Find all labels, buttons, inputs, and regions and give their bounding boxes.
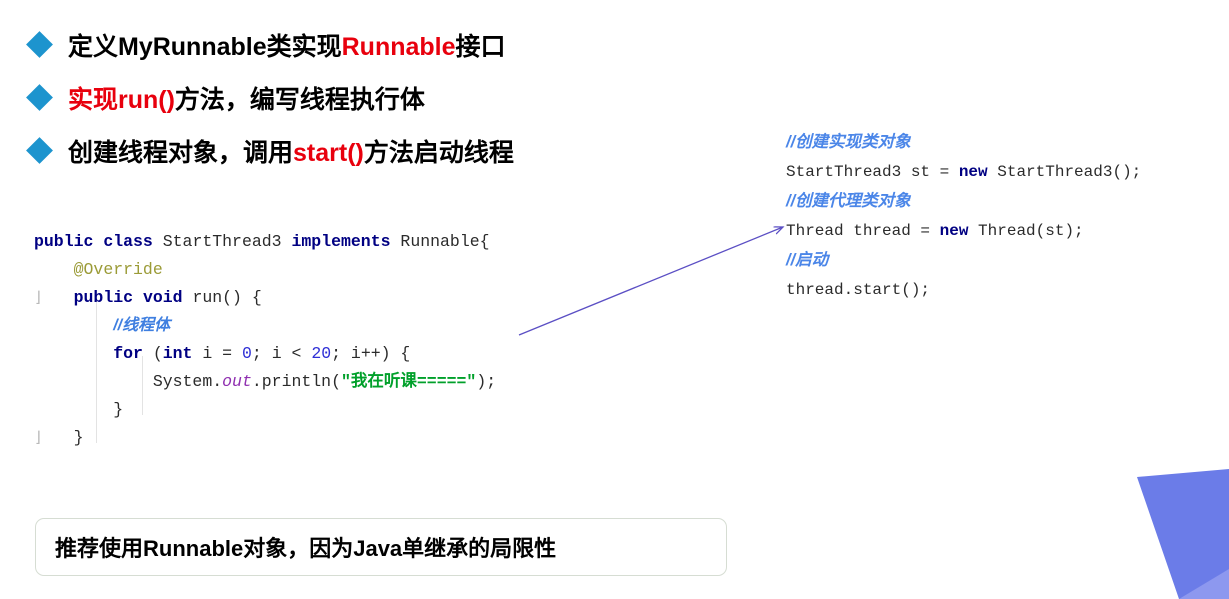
token-number-twenty: 20 xyxy=(311,344,332,363)
token-keyword-new-1: new xyxy=(958,163,988,181)
diamond-bullet-icon xyxy=(26,137,53,164)
connector-arrow xyxy=(518,205,805,336)
token-comment-thread-body: //线程体 xyxy=(113,317,171,334)
token-quote-close: " xyxy=(466,372,477,391)
token-system: System. xyxy=(152,372,223,391)
token-ctor-startthread3: StartThread3(); xyxy=(987,163,1142,181)
indent-guide-level-1 xyxy=(96,300,97,443)
corner-triangle-decoration xyxy=(1137,469,1229,599)
token-interface-runnable: Runnable{ xyxy=(400,232,490,251)
bullet-3-seg-3: 方法启动线程 xyxy=(363,138,514,167)
fold-marker-run-method[interactable]: ⌋ xyxy=(34,290,44,307)
bullet-item-2-label: 实现run()方法，编写线程执行体 xyxy=(68,80,425,116)
token-annotation-override: @Override xyxy=(73,260,163,279)
bullet-3-seg-1: 创建线程对象，调用 xyxy=(68,138,294,167)
fold-marker-class[interactable]: ⌋ xyxy=(34,430,44,447)
bullet-2-seg-2: 方法，编写线程执行体 xyxy=(174,85,425,114)
token-close-brace-method: } xyxy=(73,428,84,447)
token-stmt-end: ); xyxy=(476,372,497,391)
token-string-literal: 我在听课===== xyxy=(350,372,467,391)
token-comment-start: //启动 xyxy=(786,251,829,269)
token-decl-startthread3: StartThread3 st = xyxy=(786,163,959,181)
token-keyword-int: int xyxy=(162,344,193,363)
code-block-startthread3: public class StartThread3 implements Run… xyxy=(34,228,496,452)
token-paren-open: ( xyxy=(152,344,163,363)
token-comment-create-proxy: //创建代理类对象 xyxy=(786,192,911,210)
token-comment-create-impl: //创建实现类对象 xyxy=(786,133,911,151)
token-keyword-public-2: public xyxy=(73,288,134,307)
token-keyword-implements: implements xyxy=(291,232,391,251)
bullet-1-seg-1: 定义MyRunnable类实现 xyxy=(68,32,342,61)
recommendation-callout: 推荐使用Runnable对象，因为Java单继承的局限性 xyxy=(35,518,727,576)
token-close-brace-for: } xyxy=(113,400,124,419)
diamond-bullet-icon xyxy=(26,84,53,111)
token-keyword-class: class xyxy=(103,232,153,251)
token-ctor-thread: Thread(st); xyxy=(968,222,1084,240)
code-block-runnable-usage: //创建实现类对象 StartThread3 st = new StartThr… xyxy=(786,128,1141,305)
token-decl-thread: Thread thread = xyxy=(786,222,940,240)
bullet-1-seg-3: 接口 xyxy=(455,32,506,61)
indent-guide-level-2 xyxy=(142,356,143,415)
token-field-out: out xyxy=(222,372,252,391)
bullet-1-seg-2: Runnable xyxy=(341,32,456,61)
token-keyword-void: void xyxy=(142,288,183,307)
bullet-item-1: 定义MyRunnable类实现Runnable接口 xyxy=(22,18,782,71)
token-method-run: run() { xyxy=(192,288,262,307)
token-method-println: .println( xyxy=(251,372,341,391)
bullet-list: 定义MyRunnable类实现Runnable接口 实现run()方法，编写线程… xyxy=(22,18,782,177)
diamond-bullet-icon xyxy=(26,31,53,58)
token-keyword-public: public xyxy=(34,232,94,251)
recommendation-callout-text: 推荐使用Runnable对象，因为Java单继承的局限性 xyxy=(55,536,557,561)
token-loop-cond: ; i < xyxy=(251,344,312,363)
token-number-zero: 0 xyxy=(241,344,252,363)
token-call-thread-start: thread.start(); xyxy=(786,281,931,299)
bullet-item-2: 实现run()方法，编写线程执行体 xyxy=(22,71,782,124)
token-loop-incr: ; i++) { xyxy=(331,344,411,363)
bullet-item-1-label: 定义MyRunnable类实现Runnable接口 xyxy=(68,27,506,63)
token-keyword-for: for xyxy=(113,344,143,363)
bullet-2-seg-1: 实现run() xyxy=(68,85,175,114)
token-loop-init: i = xyxy=(192,344,242,363)
bullet-3-seg-2: start() xyxy=(293,138,364,167)
token-keyword-new-2: new xyxy=(939,222,969,240)
token-quote-open: " xyxy=(340,372,351,391)
token-class-name: StartThread3 xyxy=(162,232,282,251)
bullet-item-3: 创建线程对象，调用start()方法启动线程 xyxy=(22,124,782,177)
bullet-item-3-label: 创建线程对象，调用start()方法启动线程 xyxy=(68,133,514,169)
